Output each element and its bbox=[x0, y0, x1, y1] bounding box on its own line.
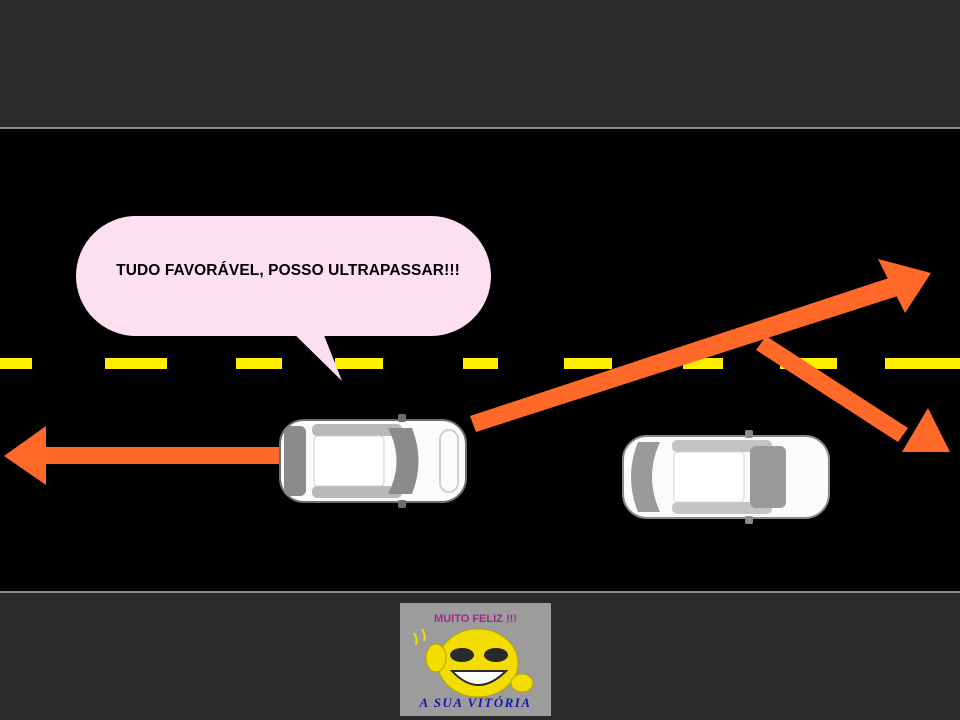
smiley-face-icon bbox=[413, 628, 534, 698]
car-left-icon bbox=[279, 414, 467, 508]
top-band bbox=[0, 0, 960, 127]
arrow-up-right-icon bbox=[470, 259, 931, 432]
speech-bubble bbox=[76, 216, 491, 381]
happy-sticker: MUITO FELIZ !!! A SUA VITÓRIA bbox=[400, 603, 551, 716]
speech-bubble-text: TUDO FAVORÁVEL, POSSO ULTRAPASSAR!!! bbox=[116, 262, 460, 279]
lane-marking bbox=[0, 358, 960, 369]
car-right-icon bbox=[622, 430, 830, 524]
sticker-bottom-text: A SUA VITÓRIA bbox=[419, 695, 532, 710]
sticker-top-text: MUITO FELIZ !!! bbox=[434, 613, 517, 625]
arrow-left-icon bbox=[4, 426, 282, 485]
arrow-down-right-icon bbox=[756, 336, 950, 452]
